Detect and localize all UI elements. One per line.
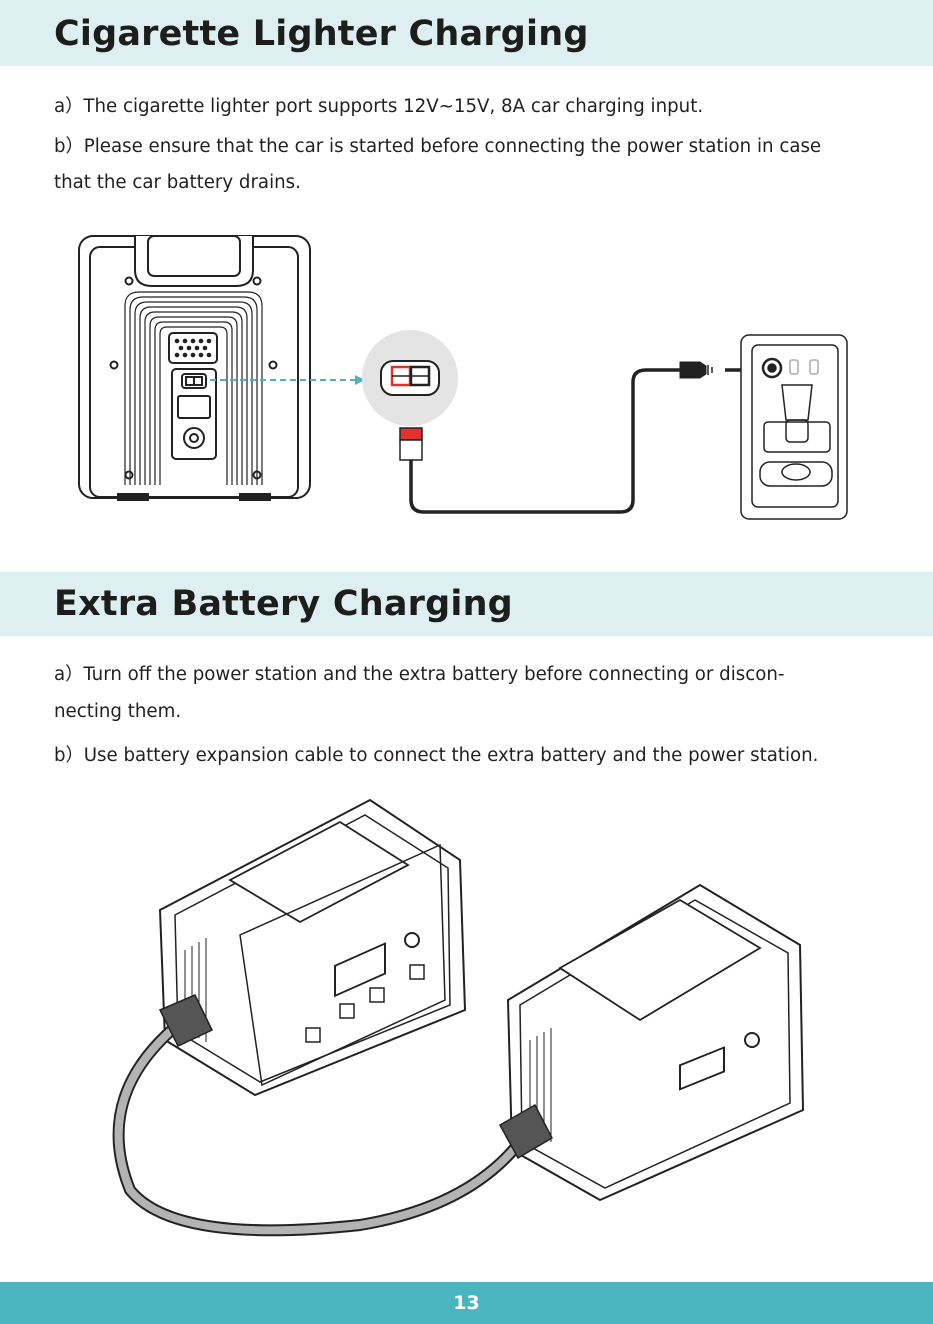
car-console-illustration bbox=[740, 334, 848, 520]
instruction-b: b）Use battery expansion cable to connect… bbox=[54, 745, 819, 766]
page-number: 13 bbox=[453, 1292, 480, 1314]
section-header-band: Extra Battery Charging bbox=[0, 572, 933, 636]
extra-battery-illustration bbox=[112, 798, 805, 1237]
battery-expansion-cable bbox=[112, 994, 553, 1237]
car-charging-cable bbox=[399, 361, 713, 514]
power-station-rear-illustration bbox=[78, 235, 311, 501]
instruction-a-line2: necting them. bbox=[54, 701, 182, 722]
page-footer: 13 bbox=[0, 1282, 933, 1324]
instruction-a: a）The cigarette lighter port supports 12… bbox=[54, 96, 704, 117]
instruction-b-line2: that the car battery drains. bbox=[54, 172, 301, 193]
car-charging-illustration bbox=[78, 235, 848, 520]
extra-battery-unit-illustration bbox=[506, 883, 805, 1202]
instruction-b-line1: b）Please ensure that the car is started … bbox=[54, 136, 822, 157]
section-title-cigarette-lighter: Cigarette Lighter Charging bbox=[54, 14, 589, 54]
section-header-band: Cigarette Lighter Charging bbox=[0, 0, 933, 66]
section-title-extra-battery: Extra Battery Charging bbox=[54, 584, 513, 624]
port-zoom-circle bbox=[362, 330, 458, 426]
instruction-a-line1: a）Turn off the power station and the ext… bbox=[54, 664, 785, 685]
power-station-illustration bbox=[158, 798, 467, 1097]
